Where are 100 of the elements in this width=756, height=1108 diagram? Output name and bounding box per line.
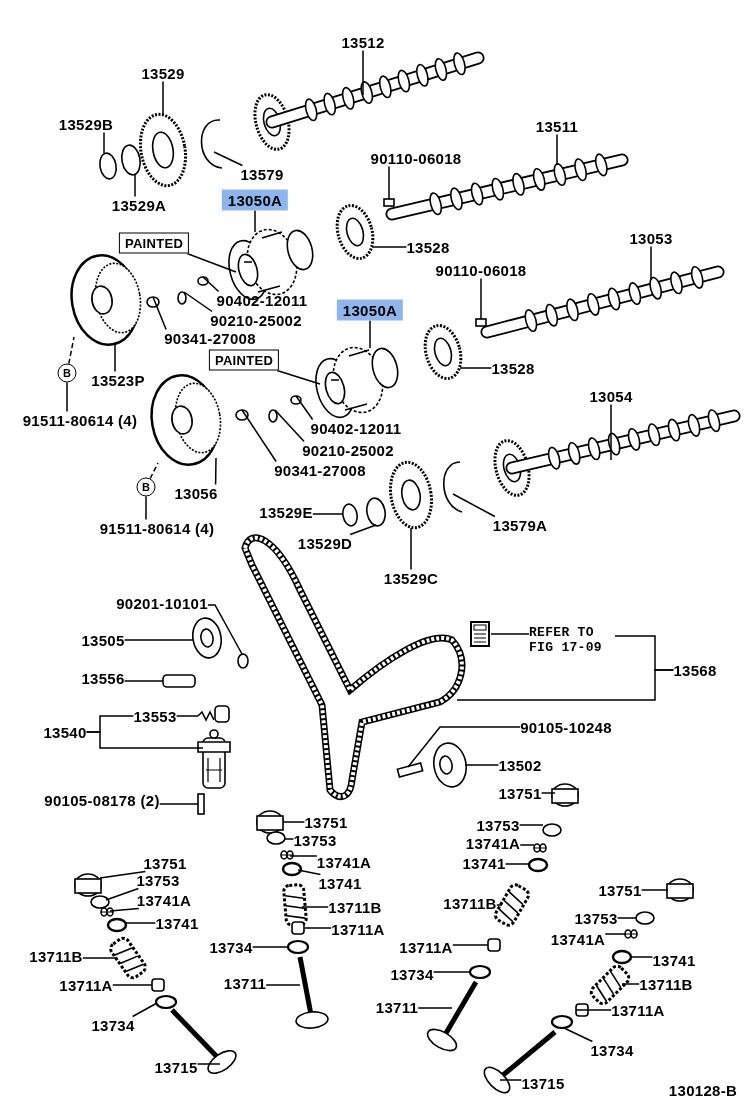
leader-line (289, 855, 318, 857)
part-number: 13741A (465, 834, 521, 852)
leader-line (563, 1027, 594, 1043)
spring-drawing (197, 705, 230, 723)
bolt-drawing (162, 674, 196, 688)
part-number: 13751 (498, 784, 542, 802)
valve-drawing (426, 980, 479, 1052)
leader-line (407, 726, 521, 768)
part-number: 13529C (383, 569, 439, 587)
cam-gear-drawing (335, 204, 375, 260)
part-number: 13568 (673, 661, 717, 679)
leader-line (265, 984, 301, 986)
leader-line (504, 863, 531, 865)
leader-line (213, 151, 244, 167)
valve-keeper-drawing (533, 843, 547, 853)
leader-line (452, 944, 489, 946)
part-number: 13505 (81, 631, 125, 649)
leader-line (518, 824, 544, 826)
leader-line (196, 1063, 221, 1065)
leader-line (284, 838, 295, 840)
part-number: 13711A (59, 976, 113, 994)
idler-pulley-drawing (433, 742, 467, 788)
leader-line (464, 764, 500, 766)
bolt-drawing (197, 793, 205, 815)
cam-sprocket-drawing (315, 346, 399, 419)
part-number: 13741A (316, 853, 372, 871)
note-box: PAINTED (208, 349, 280, 371)
leader-line (575, 1009, 612, 1011)
leader-line (362, 49, 364, 96)
washer-drawing (120, 144, 142, 176)
leader-line (410, 527, 412, 571)
spring-seat-drawing (550, 1014, 574, 1030)
camshaft-drawing (493, 409, 741, 497)
leader-line (604, 933, 627, 935)
part-number: 13741 (318, 874, 362, 892)
valve-lifter-drawing (551, 783, 579, 807)
reference-note: REFER TO FIG 17-09 (529, 625, 615, 655)
leader-line (85, 731, 204, 749)
pulley-drawing (70, 254, 142, 346)
leader-line (556, 133, 558, 166)
leader-line (114, 343, 116, 373)
part-number: 13741 (652, 951, 696, 969)
manual-icon (469, 620, 491, 648)
leader-line (112, 984, 153, 986)
leader-line (254, 209, 256, 233)
part-number: 13529B (58, 115, 114, 133)
part-number: 13053 (629, 229, 673, 247)
leader-line (282, 821, 306, 823)
part-number: 13741 (462, 854, 506, 872)
tensioner-drawing (197, 729, 231, 789)
valve-seal-drawing (291, 921, 305, 935)
leader-line (640, 889, 669, 891)
valve-keeper-drawing (624, 929, 638, 939)
part-number: 90402-12011 (310, 419, 402, 437)
spring-seat-drawing (154, 994, 178, 1010)
spring-retainer-drawing (106, 917, 128, 933)
part-number: 90110-06018 (370, 149, 462, 167)
valve-spring-drawing (281, 882, 309, 928)
part-number: 13054 (589, 387, 633, 405)
bolt-icon (146, 296, 160, 308)
part-number: 13529D (297, 534, 353, 552)
gear-drawing (389, 460, 433, 530)
leader-line (417, 1007, 453, 1009)
leader-line (186, 252, 237, 273)
leader-line (207, 604, 243, 655)
leader-line (499, 1079, 523, 1081)
washer-drawing (268, 409, 278, 423)
leader-line (99, 870, 147, 879)
leader-line (152, 296, 167, 331)
leader-line (145, 495, 147, 521)
part-number: 90210-25002 (302, 441, 394, 459)
spring-seat-drawing (468, 964, 492, 980)
camshaft-drawing (253, 51, 485, 151)
leader-line (519, 844, 535, 846)
part-number: 13528 (406, 238, 450, 256)
bolt-icon (383, 198, 395, 207)
leader-line (297, 869, 322, 876)
part-number: 13734 (590, 1041, 634, 1059)
part-number: 91511-80614 (4) (99, 519, 215, 537)
valve-lifter-drawing (666, 878, 694, 902)
gear-drawing (138, 112, 188, 188)
part-number: 13711B (443, 894, 497, 912)
washer-drawing (237, 653, 249, 669)
leader-line (540, 792, 556, 794)
part-number: 13579 (240, 165, 284, 183)
leader-line (125, 922, 157, 924)
reference-circle: B (136, 477, 156, 497)
leader-line (304, 927, 332, 929)
leader-line (175, 715, 199, 717)
leader-line (349, 524, 377, 536)
spring-retainer-drawing (281, 861, 303, 877)
leader-line (616, 917, 637, 919)
part-number: 90210-25002 (210, 311, 302, 329)
leader-line (241, 409, 277, 463)
leader-line (480, 277, 482, 320)
part-number: 13711B (29, 947, 83, 965)
leader-line (68, 336, 75, 365)
leader-line (149, 462, 159, 480)
part-number: 91511-80614 (4) (22, 411, 138, 429)
part-number: 13512 (341, 33, 385, 51)
